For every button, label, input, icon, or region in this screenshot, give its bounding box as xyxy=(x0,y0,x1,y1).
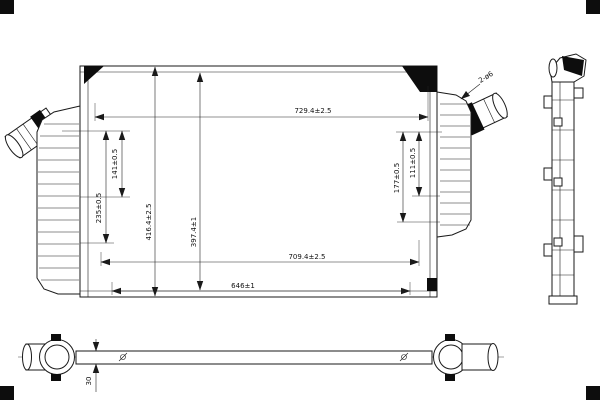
registration-mark-top-left xyxy=(0,0,14,14)
side-view xyxy=(543,53,587,305)
registration-mark-bottom-right xyxy=(586,386,600,400)
core-outline xyxy=(79,65,438,298)
right-tank-ribs xyxy=(440,103,470,226)
bottom-right-tab xyxy=(427,278,437,291)
dim-depth: 30 xyxy=(85,377,93,386)
side-view-hose-black xyxy=(562,56,584,76)
registration-mark-top-right xyxy=(586,0,600,14)
left-tank xyxy=(36,105,81,295)
dim-left-lower: 235±0.5 xyxy=(95,193,103,223)
right-tank xyxy=(436,91,472,238)
bottom-view-right-end xyxy=(433,334,499,381)
bottom-view-left-end xyxy=(22,334,75,381)
locator-mark-left xyxy=(118,352,128,362)
left-tank-ribs xyxy=(38,123,79,281)
front-view xyxy=(4,65,508,298)
dim-width-mid: 709.4±2.5 xyxy=(288,253,325,261)
dim-width-bottom: 646±1 xyxy=(231,282,255,290)
bottom-view-bar xyxy=(75,350,433,365)
dim-width-top: 729.4±2.5 xyxy=(294,107,331,115)
dim-right-outer: 177±0.5 xyxy=(393,163,401,193)
top-left-bracket xyxy=(84,66,104,84)
top-right-bracket xyxy=(402,66,437,92)
dim-height-overall: 416.4±2.5 xyxy=(145,203,153,240)
dim-holes-callout: 2-ø6 xyxy=(477,69,495,84)
bottom-view xyxy=(18,334,505,381)
dim-height-core: 397.4±1 xyxy=(190,217,198,247)
dim-left-upper: 141±0.5 xyxy=(111,149,119,179)
registration-mark-bottom-left xyxy=(0,386,14,400)
dim-right-inner: 111±0.5 xyxy=(409,148,417,178)
locator-mark-right xyxy=(399,352,409,362)
dimensions: 729.4±2.5 709.4±2.5 646±1 416.4±2.5 397.… xyxy=(62,66,495,392)
